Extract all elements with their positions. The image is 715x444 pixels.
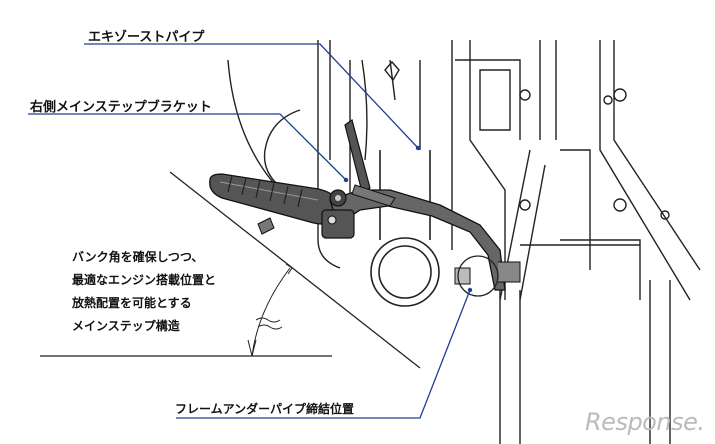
description-line: バンク角を確保しつつ、 [72, 250, 204, 264]
response-watermark-logo: Response. [585, 408, 705, 436]
frame-clamp-position-marker [457, 255, 499, 297]
leader-lines [28, 43, 471, 419]
description-line: 最適なエンジン搭載位置と [72, 273, 217, 287]
label-frame-under-pipe-position: フレームアンダーパイプ締結位置 [175, 402, 355, 416]
description-text: バンク角を確保しつつ、 最適なエンジン搭載位置と 放熱配置を可能とする メインス… [72, 246, 216, 338]
frame-leader-dot [467, 287, 473, 293]
label-right-main-step-bracket: 右側メインステップブラケット [30, 100, 212, 115]
description-line: メインステップ構造 [72, 319, 180, 333]
footpeg [209, 173, 341, 235]
description-line: 放熱配置を可能とする [72, 296, 192, 310]
main-step-bracket [321, 119, 521, 291]
frame-line-art [227, 40, 701, 444]
exhaust-leader-dot [415, 145, 421, 151]
exhaust-pipe-section [370, 150, 440, 307]
label-exhaust-pipe: エキゾーストパイプ [88, 30, 205, 45]
bracket-leader-dot [343, 177, 349, 183]
bank-angle-lines [40, 171, 421, 369]
